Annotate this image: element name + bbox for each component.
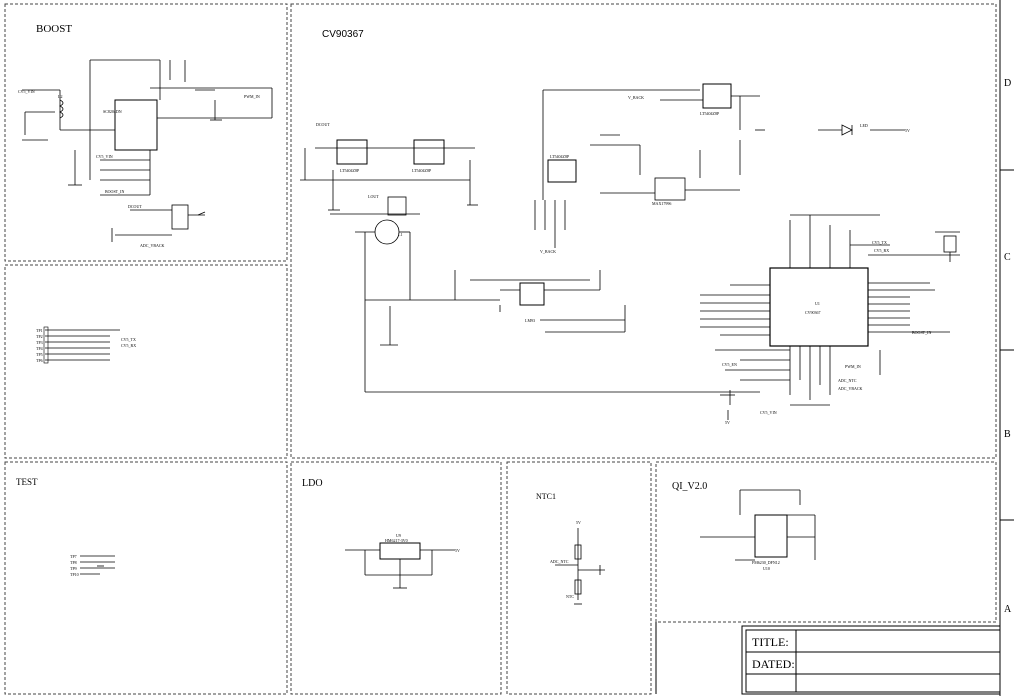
boost-circuit	[22, 59, 273, 242]
net-cv5-rx-2: CV5_RX	[121, 343, 136, 348]
net-cv5-rx: CV5_RX	[874, 248, 889, 253]
test-pin-10: TP10	[70, 572, 79, 577]
net-adc-vback-2: ADC_VBACK	[838, 386, 863, 391]
ldo-circuit	[345, 542, 455, 589]
part-led: LED	[860, 123, 868, 128]
small-net-labels: CV5_VIN L2 SC8204DN BOOST_IN PWM_IN CV5_…	[18, 89, 931, 599]
part-main-ref: U1	[815, 301, 820, 306]
net-5v-4: 5V	[576, 520, 581, 525]
part-mos-d: LT5404Z8P	[700, 111, 720, 116]
zone-label-a: A	[1004, 604, 1012, 615]
debug-header	[43, 326, 120, 364]
block-title-ldo: LDO	[302, 478, 323, 489]
labels: BOOST CV90367 TEST LDO NTC1 QI_V2.0 D C …	[16, 23, 1012, 671]
net-cv5-en: CV5_EN	[722, 362, 737, 367]
net-cv5-tx: CV5_TX	[872, 240, 887, 245]
net-cv5-vin: CV5_VIN	[18, 89, 35, 94]
part-ntc: NTC	[566, 594, 574, 599]
test-points	[80, 555, 115, 575]
part-qi-ref: U10	[763, 566, 770, 571]
qi-circuit	[700, 489, 816, 561]
zone-label-b: B	[1004, 429, 1011, 440]
zone-label-c: C	[1004, 252, 1011, 263]
part-amp: MAX17996	[652, 201, 671, 206]
net-adc-ntc: ADC_NTC	[838, 378, 857, 383]
test-pin-2: TP2	[36, 334, 43, 339]
net-v-back: V_BACK	[628, 95, 644, 100]
block-title-ntc1: NTC1	[536, 492, 556, 501]
test-pin-8: TP8	[70, 560, 77, 565]
net-pwm-in-2: PWM_IN	[845, 364, 861, 369]
test-pin-4: TP4	[36, 346, 43, 351]
test-pin-7: TP7	[70, 554, 77, 559]
part-mos-b: LT5404Z8P	[412, 168, 432, 173]
net-cv5-vin-3: CV5_VIN	[760, 410, 777, 415]
part-ldo-ic: HM6217-3V0	[385, 538, 408, 543]
part-qi-ic: FM6230_DFN12	[752, 560, 780, 565]
net-v-back-2: V_BACK	[540, 249, 556, 254]
zone-label-d: D	[1004, 78, 1011, 89]
title-block	[655, 622, 1001, 695]
net-adc-ntc-2: ADC_NTC	[550, 559, 569, 564]
net-boost-in-2: BOOST_IN	[912, 330, 931, 335]
block-title-cv90367: CV90367	[322, 29, 364, 40]
net-lout: LOUT	[368, 194, 379, 199]
test-pin-3: TP3	[36, 340, 43, 345]
part-mos-c: LT5404Z8P	[550, 154, 570, 159]
part-mos-a: LT5404Z8P	[340, 168, 360, 173]
part-main-ic: CV90367	[805, 310, 821, 315]
net-5v-3: 5V	[455, 548, 460, 553]
net-pwm-in: PWM_IN	[244, 94, 260, 99]
net-cv5-vin-2: CV5_VIN	[96, 154, 113, 159]
dated-label: DATED:	[752, 657, 795, 671]
net-5v-2: 5V	[725, 420, 730, 425]
sheet-frame	[999, 0, 1014, 696]
net-cv5-tx-2: CV5_TX	[121, 337, 136, 342]
net-5v: 5V	[905, 128, 910, 133]
part-ldo-ref: U9	[396, 533, 401, 538]
net-dcout: DCOUT	[128, 204, 142, 209]
block-title-boost: BOOST	[36, 23, 72, 35]
test-pin-9: TP9	[70, 566, 77, 571]
block-borders	[4, 3, 997, 695]
part-coil: L1	[398, 232, 402, 237]
part-driver: LM93	[525, 318, 535, 323]
part-boost-ic: SC8204DN	[103, 109, 122, 114]
test-pin-6: TP6	[36, 358, 43, 363]
test-pin-1: TP1	[36, 328, 43, 333]
part-boost-l: L2	[58, 94, 62, 99]
net-adc-vback: ADC_VBACK	[140, 243, 165, 248]
title-label: TITLE:	[752, 635, 789, 649]
net-dcout-2: DCOUT	[316, 122, 330, 127]
cv90367-circuit	[300, 83, 960, 420]
block-title-qi: QI_V2.0	[672, 481, 707, 492]
test-pin-5: TP5	[36, 352, 43, 357]
ntc-circuit	[555, 528, 605, 605]
net-boost-in: BOOST_IN	[105, 189, 124, 194]
block-title-test: TEST	[16, 477, 38, 487]
